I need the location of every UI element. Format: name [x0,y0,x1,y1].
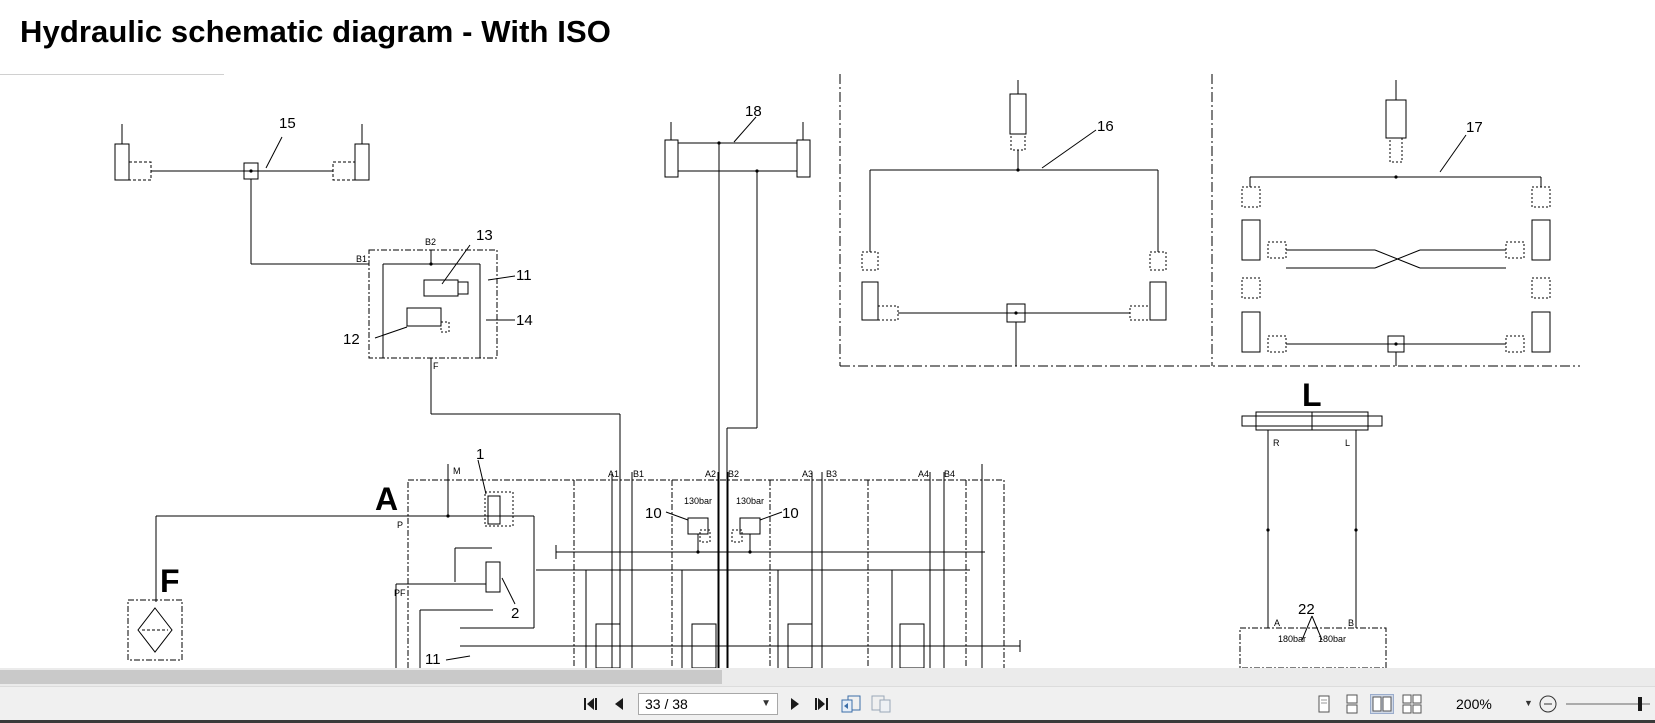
zoom-out-icon [1539,695,1557,713]
next-page-icon [791,698,799,710]
continuous-view-button[interactable] [1340,694,1364,714]
filter-F [127,599,183,661]
section-letter-F: F [160,563,180,599]
page-title: Hydraulic schematic diagram - With ISO [20,14,611,49]
two-page-icon [1372,696,1392,712]
cylinder-group-17 [1241,80,1551,366]
port-label-B4: B4 [944,469,955,479]
callout-15: 15 [279,115,296,132]
callout-18: 18 [745,103,762,120]
pressure-label-3: 180bar [1278,634,1306,644]
port-label-P: P [397,520,403,530]
callout-11: 11 [516,267,532,284]
zoom-slider-track-icon [1566,697,1650,711]
section-letter-L: L [1302,377,1322,413]
zoom-out-button[interactable] [1538,694,1558,714]
cylinder-pair-15 [114,124,370,264]
previous-page-button[interactable] [608,694,630,714]
port-label-R: R [1273,438,1280,448]
cylinder-L [1239,411,1387,668]
port-label-B1: B1 [356,254,367,264]
pressure-label-2: 130bar [736,496,764,506]
port-label-L: L [1345,438,1350,448]
horizontal-scrollbar[interactable] [0,668,1655,686]
callout-12: 12 [343,331,360,348]
port-label-B1-valve: B1 [633,469,644,479]
callout-1: 1 [476,446,484,463]
callout-13: 13 [476,227,493,244]
port-label-B3: B3 [826,469,837,479]
two-page-continuous-button[interactable] [1400,694,1424,714]
go-forward-button[interactable] [870,694,892,714]
callout-11-lower: 11 [425,651,441,668]
port-label-M: M [453,466,461,476]
page-number-field[interactable]: 33 / 38 ▼ [638,693,778,715]
go-back-view-icon [841,695,861,713]
window-bottom-edge [0,720,1655,723]
section-letter-A: A [375,481,398,517]
frame-16-17 [839,74,1580,367]
go-forward-view-icon [871,695,891,713]
single-page-icon [1318,695,1330,713]
main-valve-bank [155,459,1021,668]
two-page-continuous-icon [1402,694,1422,714]
callout-16: 16 [1097,118,1114,135]
port-label-PF: PF [394,588,406,598]
zoom-level[interactable]: 200% [1456,696,1492,712]
next-page-button[interactable] [784,694,806,714]
port-label-B2-top: B2 [425,237,436,247]
viewer-toolbar: 33 / 38 ▼ 200% ▼ [0,686,1655,721]
chevron-down-icon[interactable]: ▼ [761,698,771,709]
chevron-down-icon[interactable]: ▼ [1524,698,1533,708]
scrollbar-thumb[interactable] [0,670,722,684]
callout-10-left: 10 [645,505,662,522]
last-page-icon [815,698,828,710]
go-back-button[interactable] [840,694,862,714]
callout-10-right: 10 [782,505,799,522]
valve-block-13 [251,244,621,668]
pressure-label-4: 180bar [1318,634,1346,644]
port-label-A: A [1274,618,1280,628]
two-page-view-button[interactable] [1370,694,1394,714]
cylinder-group-16 [861,80,1167,366]
first-page-button[interactable] [580,694,602,714]
port-label-F: F [433,361,439,371]
port-label-A1: A1 [608,469,619,479]
callout-2: 2 [511,605,519,622]
port-label-B: B [1348,618,1354,628]
page-indicator: 33 / 38 [645,696,688,712]
zoom-slider[interactable] [1566,694,1650,714]
single-page-view-button[interactable] [1312,694,1336,714]
title-divider [0,74,224,75]
last-page-button[interactable] [810,694,832,714]
callout-22: 22 [1298,601,1315,618]
port-label-A4: A4 [918,469,929,479]
document-page: Hydraulic schematic diagram - With ISO [0,14,1580,668]
port-label-A3: A3 [802,469,813,479]
hydraulic-schematic: 15 18 16 17 13 11 14 12 1 10 10 2 11 22 … [114,74,1580,668]
port-label-B2-valve: B2 [728,469,739,479]
cylinder-pair-18 [664,116,811,668]
callout-14: 14 [516,312,533,329]
first-page-icon [584,698,597,710]
port-label-A2: A2 [705,469,716,479]
pressure-label-1: 130bar [684,496,712,506]
previous-page-icon [615,698,623,710]
callout-17: 17 [1466,119,1483,136]
continuous-page-icon [1346,694,1358,714]
